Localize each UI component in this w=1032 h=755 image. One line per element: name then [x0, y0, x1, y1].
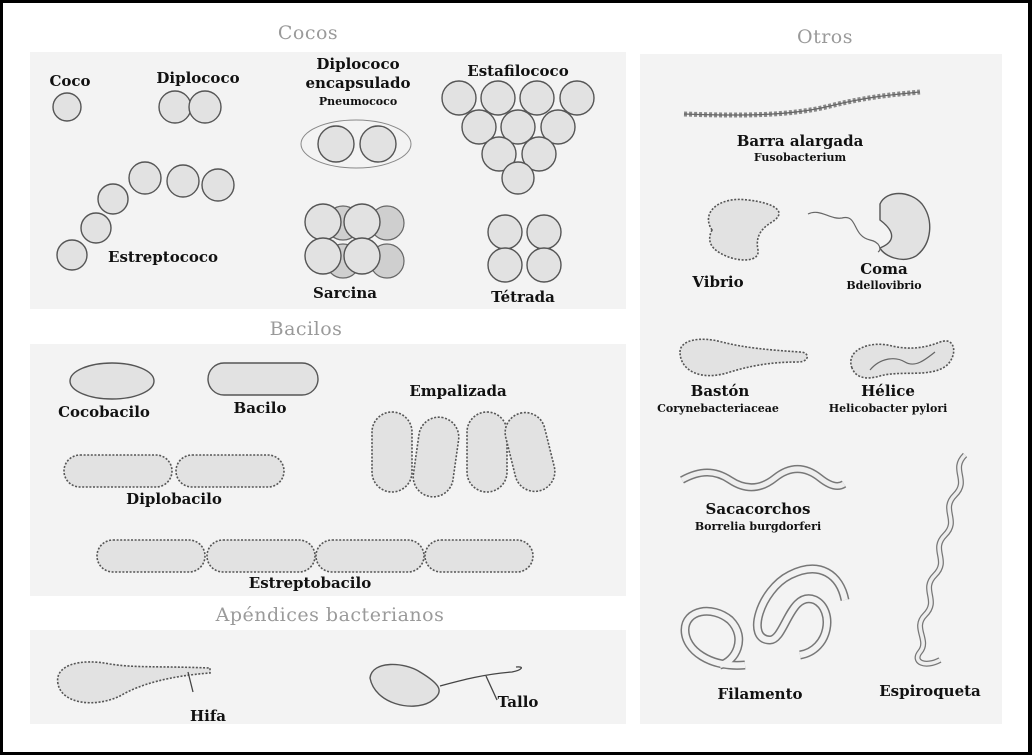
label-barra-alargada: Barra alargada: [737, 133, 864, 150]
estreptobacilo-cells: [97, 540, 533, 572]
helice-cell: [851, 341, 954, 378]
coma-cell: [808, 194, 930, 260]
vibrio-cell: [708, 199, 779, 260]
espiroqueta-cell: [918, 455, 965, 664]
label-baston: Bastón: [691, 383, 750, 400]
label-estafilococo: Estafilococo: [467, 63, 568, 80]
label-helicobacter: Helicobacter pylori: [829, 403, 948, 415]
diplococo-cells: [159, 91, 221, 123]
label-diplococo: Diplococo: [156, 70, 239, 87]
label-bacilo: Bacilo: [234, 400, 287, 417]
empalizada-cells: [372, 408, 559, 499]
label-espiroqueta: Espiroqueta: [879, 683, 981, 700]
label-sacacorchos: Sacacorchos: [706, 501, 811, 518]
label-tallo: Tallo: [498, 694, 539, 711]
section-title-cocos: Cocos: [278, 22, 338, 44]
label-diplobacilo: Diplobacilo: [126, 491, 222, 508]
label-filamento: Filamento: [717, 686, 802, 703]
label-coma: Coma: [860, 261, 908, 278]
label-tetrada: Tétrada: [491, 289, 555, 306]
label-empalizada: Empalizada: [409, 383, 506, 400]
label-fusobacterium: Fusobacterium: [754, 152, 846, 164]
label-pneumococo: Pneumococo: [319, 96, 397, 108]
label-bdellovibrio: Bdellovibrio: [846, 280, 921, 292]
cocobacilo-cell: [70, 363, 154, 399]
label-estreptobacilo: Estreptobacilo: [249, 575, 371, 592]
filamento-cell: [685, 569, 845, 665]
label-estreptococo: Estreptococo: [108, 249, 218, 266]
label-borrelia: Borrelia burgdorferi: [695, 521, 821, 533]
section-title-otros: Otros: [797, 26, 853, 48]
sacacorchos-cell: [682, 469, 844, 487]
estafilococo-cells: [442, 81, 594, 194]
sarcina-cells: [305, 204, 404, 278]
label-diplococo-encapsulado-1: Diplococo: [316, 56, 399, 73]
baston-cell: [680, 339, 807, 375]
label-diplococo-encapsulado-2: encapsulado: [305, 75, 410, 92]
label-hifa: Hifa: [190, 708, 226, 725]
hifa-cell: [58, 662, 210, 703]
label-corynebacteriaceae: Corynebacteriaceae: [657, 403, 779, 415]
label-helice: Hélice: [861, 383, 915, 400]
label-sarcina: Sarcina: [313, 285, 377, 302]
barra-alargada-cell: [684, 92, 920, 115]
label-coco: Coco: [49, 73, 90, 90]
section-title-bacilos: Bacilos: [270, 318, 343, 340]
pneumococo-cells: [301, 120, 411, 168]
label-vibrio: Vibrio: [692, 274, 743, 291]
section-title-apendices: Apéndices bacterianos: [216, 604, 445, 626]
diplobacilo-cells: [64, 455, 284, 487]
label-cocobacilo: Cocobacilo: [58, 404, 150, 421]
bacilo-cell: [208, 363, 318, 395]
coco-cell: [53, 93, 81, 121]
tetrada-cells: [488, 215, 561, 282]
